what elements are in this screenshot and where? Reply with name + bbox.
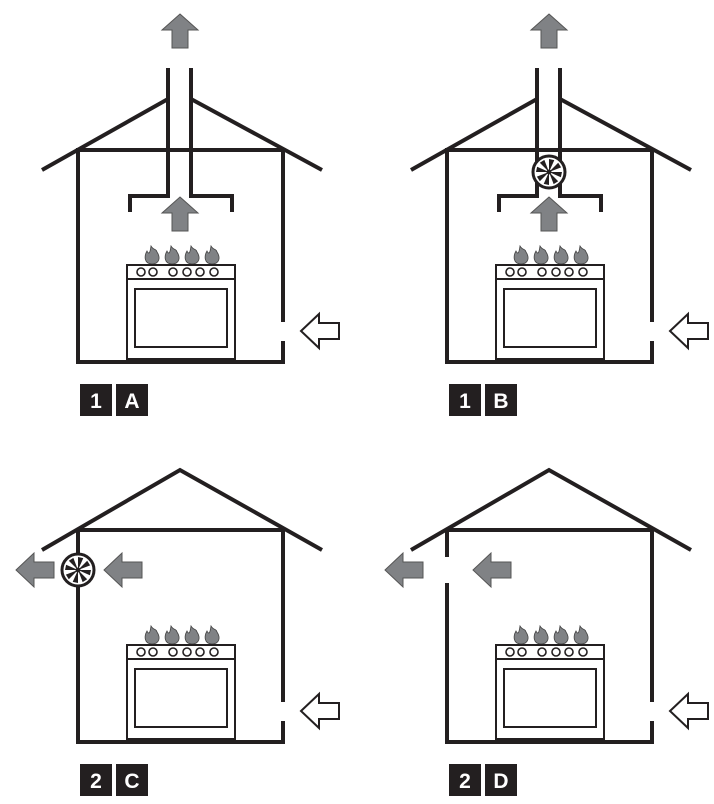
roof-left xyxy=(410,97,538,172)
roof xyxy=(409,467,692,552)
stove-icon xyxy=(126,624,236,740)
flame-icon xyxy=(204,624,220,645)
stove-knob xyxy=(537,267,547,277)
stove-knob xyxy=(136,647,146,657)
stove-knob xyxy=(195,267,205,277)
stove-knob xyxy=(182,267,192,277)
left-arrow-outline-icon xyxy=(668,311,709,351)
stove-knob xyxy=(578,267,588,277)
flame-icon xyxy=(573,244,589,265)
stove-knob xyxy=(537,647,547,657)
flame-icon xyxy=(164,624,180,645)
roof xyxy=(40,467,323,552)
panel-letter-badge xyxy=(116,384,148,416)
stove-knob xyxy=(517,647,527,657)
panel-letter-badge xyxy=(485,384,517,416)
up-arrow-icon xyxy=(160,196,200,232)
stove-knob xyxy=(551,647,561,657)
panel-number-badge xyxy=(80,764,112,796)
flame-icon xyxy=(513,244,529,265)
flame-icon xyxy=(184,244,200,265)
panel-number-badge xyxy=(80,384,112,416)
flame-icon xyxy=(184,624,200,645)
flame-icon xyxy=(144,624,160,645)
left-arrow-icon xyxy=(472,551,512,589)
hood-right xyxy=(560,194,603,212)
stove-knob xyxy=(148,647,158,657)
panel-number: 2 xyxy=(90,770,102,793)
panel-letter: A xyxy=(124,390,139,413)
flame-icon xyxy=(573,624,589,645)
left-arrow-icon xyxy=(103,551,143,589)
stove-icon xyxy=(126,244,236,360)
panel-letter-badge xyxy=(485,764,517,796)
flame-icon xyxy=(533,624,549,645)
flame-icon xyxy=(204,244,220,265)
panel-letter: D xyxy=(493,770,508,793)
oven-door xyxy=(503,668,597,728)
stove-icon xyxy=(495,624,605,740)
stove-knob xyxy=(182,647,192,657)
panel-number: 2 xyxy=(459,770,471,793)
flame-icon xyxy=(553,624,569,645)
panel-number: 1 xyxy=(459,390,471,413)
stove-knob xyxy=(505,647,515,657)
flame-icon xyxy=(513,624,529,645)
stove-knob xyxy=(505,267,515,277)
stove-knob xyxy=(551,267,561,277)
hood-left xyxy=(128,194,168,212)
fan-icon xyxy=(60,552,96,588)
stove-knob xyxy=(517,267,527,277)
hood-left xyxy=(497,194,537,212)
flame-icon xyxy=(144,244,160,265)
stove-knob xyxy=(136,267,146,277)
stove-knob xyxy=(209,267,219,277)
panel-letter-badge xyxy=(116,764,148,796)
roof-right xyxy=(559,97,692,172)
stove-knob xyxy=(168,267,178,277)
left-arrow-outline-icon xyxy=(299,691,340,731)
panel-letter: C xyxy=(124,770,139,793)
panel-number-badge xyxy=(449,764,481,796)
panel-number-badge xyxy=(449,384,481,416)
panel-letter: B xyxy=(493,390,508,413)
roof-right xyxy=(190,97,323,172)
up-arrow-icon xyxy=(160,13,200,49)
flame-icon xyxy=(533,244,549,265)
oven-door xyxy=(134,668,228,728)
stove-knob xyxy=(168,647,178,657)
left-arrow-outline-icon xyxy=(668,691,709,731)
stove-knob xyxy=(564,647,574,657)
stove-knob xyxy=(195,647,205,657)
stove-knob xyxy=(209,647,219,657)
left-arrow-outline-icon xyxy=(299,311,340,351)
stove-knob xyxy=(148,267,158,277)
oven-door xyxy=(134,288,228,348)
left-arrow-icon xyxy=(15,551,55,589)
oven-door xyxy=(503,288,597,348)
flame-icon xyxy=(553,244,569,265)
flame-icon xyxy=(164,244,180,265)
left-arrow-icon xyxy=(384,551,424,589)
roof-left xyxy=(41,97,169,172)
up-arrow-icon xyxy=(529,196,569,232)
stove-knob xyxy=(564,267,574,277)
fan-icon xyxy=(531,154,567,190)
hood-right xyxy=(191,194,234,212)
stove-icon xyxy=(495,244,605,360)
panel-number: 1 xyxy=(90,390,102,413)
stove-knob xyxy=(578,647,588,657)
up-arrow-icon xyxy=(529,13,569,49)
